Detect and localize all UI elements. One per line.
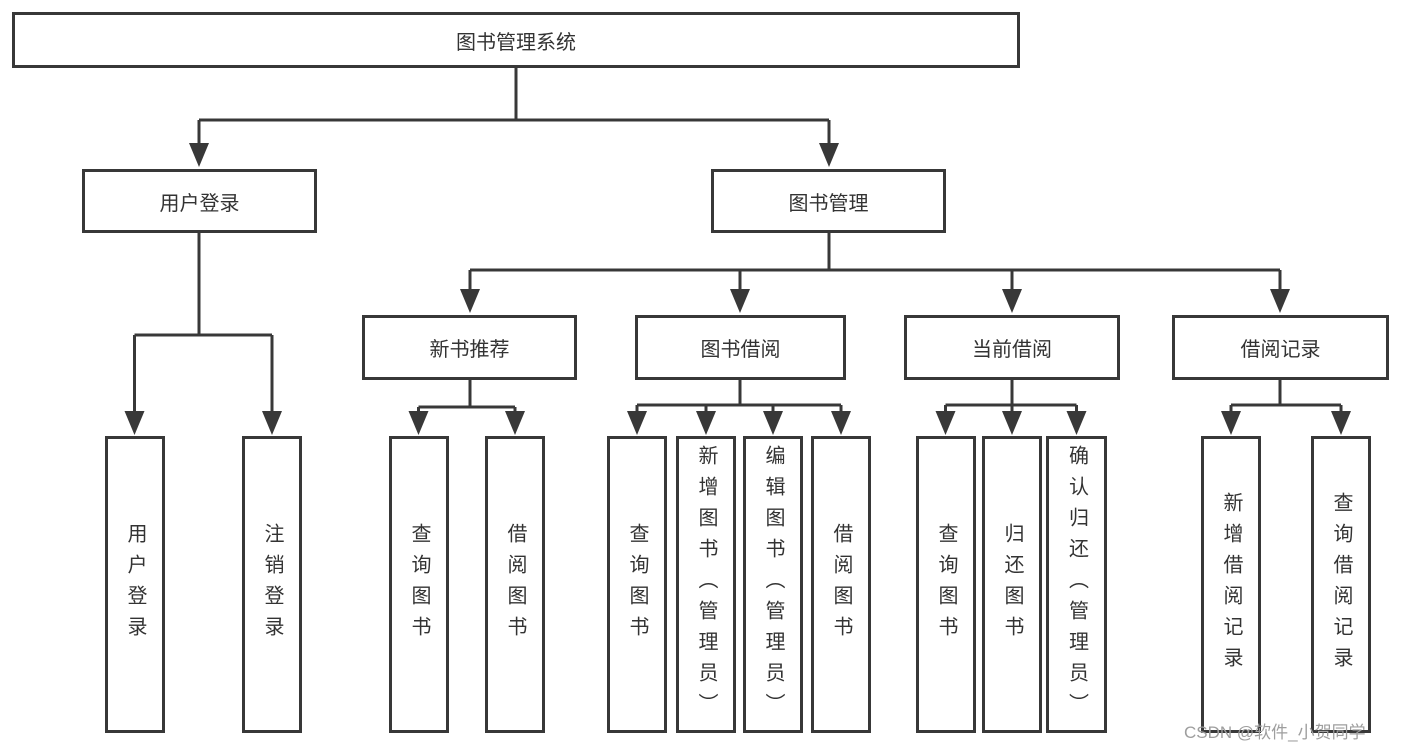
watermark: CSDN @软件_小贺同学: [1184, 723, 1366, 742]
connector-lines: [133, 68, 1343, 412]
leaf-query-borrow-record: 查询借阅记录: [1311, 436, 1371, 733]
node-current-borrowing: 当前借阅: [904, 315, 1120, 380]
leaf-return-book: 归还图书: [982, 436, 1042, 733]
leaf-borrow-books-recommend: 借阅图书: [485, 436, 545, 733]
node-borrowing-records: 借阅记录: [1172, 315, 1389, 380]
leaf-borrow-books-borrowing: 借阅图书: [811, 436, 871, 733]
leaf-confirm-return-admin: 确认归还（管理员）: [1046, 436, 1107, 733]
node-user-login: 用户登录: [82, 169, 317, 233]
connector-arrowheads: [124, 143, 1351, 435]
leaf-logout: 注销登录: [242, 436, 302, 733]
node-book-management: 图书管理: [711, 169, 946, 233]
node-book-borrowing: 图书借阅: [635, 315, 846, 380]
leaf-add-borrow-record: 新增借阅记录: [1201, 436, 1261, 733]
node-new-book-recommend: 新书推荐: [362, 315, 577, 380]
leaf-user-login: 用户登录: [105, 436, 165, 733]
leaf-query-books-recommend: 查询图书: [389, 436, 449, 733]
node-library-system-root: 图书管理系统: [12, 12, 1020, 68]
leaf-query-books-current: 查询图书: [916, 436, 976, 733]
leaf-add-book-admin: 新增图书（管理员）: [676, 436, 736, 733]
leaf-edit-book-admin: 编辑图书（管理员）: [743, 436, 803, 733]
leaf-query-books-borrowing: 查询图书: [607, 436, 667, 733]
